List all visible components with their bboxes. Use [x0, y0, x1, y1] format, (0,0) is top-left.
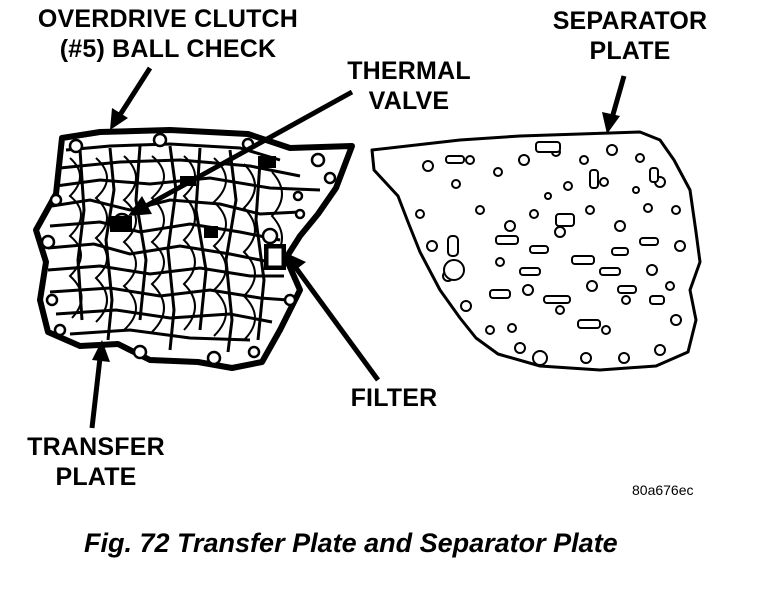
filter-label-text: FILTER [350, 384, 438, 412]
transfer-label-line1: TRANSFER [27, 433, 165, 461]
figure-code: 80a676ec [632, 482, 694, 498]
filter-label: FILTER [336, 383, 452, 413]
thermal-label-line1: THERMAL [347, 57, 471, 85]
arrow-filter [284, 252, 381, 382]
separator-plate [370, 130, 702, 372]
separator-plate-label: SEPARATOR PLATE [530, 6, 730, 66]
transfer-plate [33, 127, 355, 371]
transfer-label-line2: PLATE [55, 463, 137, 491]
arrow-separator-plate [602, 75, 627, 134]
arrow-overdrive-clutch [110, 66, 153, 130]
separator-label-line2: PLATE [589, 37, 671, 65]
overdrive-clutch-ball-check-label: OVERDRIVE CLUTCH (#5) BALL CHECK [8, 4, 328, 64]
transfer-plate-label: TRANSFER PLATE [4, 432, 188, 492]
thermal-label-line2: VALVE [368, 87, 450, 115]
overdrive-label-line2: (#5) BALL CHECK [59, 35, 277, 63]
thermal-valve-label: THERMAL VALVE [322, 56, 496, 116]
figure-caption: Fig. 72 Transfer Plate and Separator Pla… [84, 528, 618, 558]
overdrive-label-line1: OVERDRIVE CLUTCH [37, 5, 299, 33]
arrow-transfer-plate [89, 340, 110, 429]
separator-label-line1: SEPARATOR [552, 7, 708, 35]
arrow-thermal-valve [128, 89, 354, 216]
